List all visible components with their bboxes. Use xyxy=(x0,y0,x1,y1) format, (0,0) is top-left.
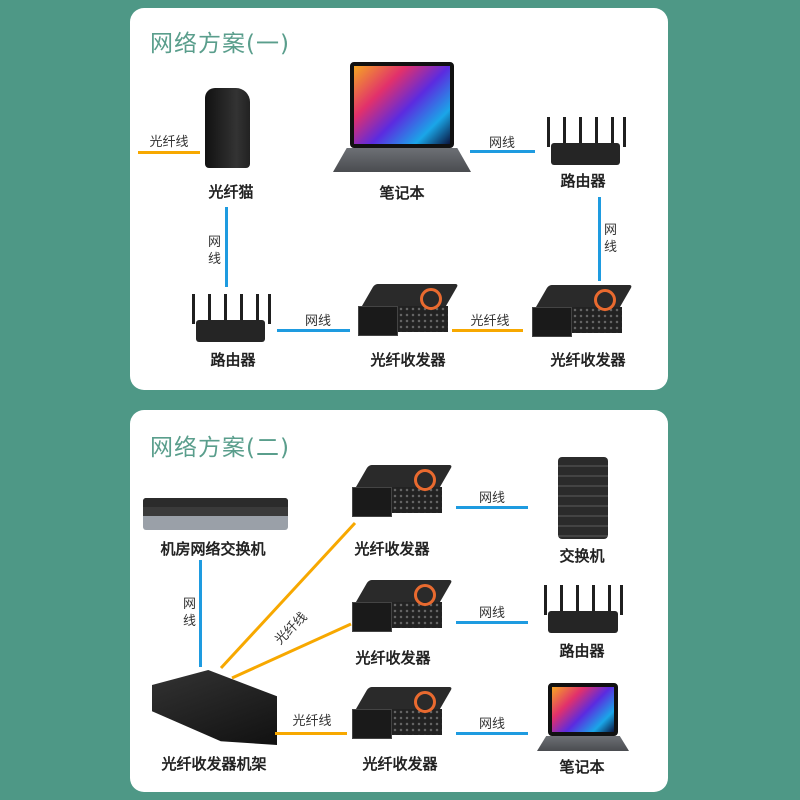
fiber-transceiver-icon xyxy=(351,465,453,517)
laptop-icon xyxy=(537,683,629,751)
fiber-transceiver-icon xyxy=(531,285,633,337)
rack-transceiver-3-cable-label: 光纤线 xyxy=(292,714,332,729)
router-icon xyxy=(540,585,626,633)
modem-router-cable xyxy=(225,207,228,287)
router-transceiver-cable-label: 网线 xyxy=(604,223,618,255)
scheme-1-title: 网络方案(一) xyxy=(150,31,290,57)
industrial-switch-icon xyxy=(558,457,608,539)
transceiver-1-label: 光纤收发器 xyxy=(354,540,430,558)
modem-router-cable-label: 网线 xyxy=(208,235,222,267)
router-icon xyxy=(543,117,628,165)
laptop-label: 笔记本 xyxy=(379,184,425,202)
router-transceiver-a-cable xyxy=(277,329,350,332)
laptop-router-cable xyxy=(470,150,535,153)
fiber-cable-in-label: 光纤线 xyxy=(149,135,189,150)
scheme-2-title: 网络方案(二) xyxy=(150,435,290,461)
switch-label: 交换机 xyxy=(559,547,605,565)
fiber-modem-icon xyxy=(205,88,250,168)
fiber-cable-to-transceiver-2 xyxy=(231,622,352,680)
router-transceiver-a-cable-label: 网线 xyxy=(304,314,332,329)
rack-label: 光纤收发器机架 xyxy=(161,755,267,773)
fiber-transceiver-icon xyxy=(351,580,453,632)
transceiver-3-laptop-cable xyxy=(456,732,528,735)
router-label: 路由器 xyxy=(559,642,605,660)
transceiver-b-label: 光纤收发器 xyxy=(550,351,626,369)
transceiver-a-label: 光纤收发器 xyxy=(370,351,446,369)
laptop-label: 笔记本 xyxy=(559,758,605,776)
transceiver-fiber-cable-label: 光纤线 xyxy=(470,314,510,329)
core-switch-label: 机房网络交换机 xyxy=(160,540,266,558)
t1-switch-cable-label: 网线 xyxy=(478,491,506,506)
rack-transceiver-3-cable xyxy=(275,732,347,735)
transceiver-3-label: 光纤收发器 xyxy=(362,755,438,773)
laptop-icon xyxy=(333,62,471,172)
switch-rack-cable xyxy=(199,560,202,667)
switch-rack-cable-label: 网线 xyxy=(183,597,197,629)
fiber-transceiver-icon xyxy=(351,687,453,739)
router-icon xyxy=(188,294,273,342)
core-switch-icon xyxy=(143,498,288,530)
transceiver-2-label: 光纤收发器 xyxy=(355,649,431,667)
fiber-cable-in xyxy=(138,151,200,154)
router-right-label: 路由器 xyxy=(560,172,606,190)
fiber-cable-to-transceiver-1 xyxy=(219,521,357,670)
router-left-label: 路由器 xyxy=(210,351,256,369)
t2-router-cable-label: 网线 xyxy=(478,606,506,621)
fiber-transceiver-icon xyxy=(357,284,459,336)
transceiver-1-switch-cable xyxy=(456,506,528,509)
t3-laptop-cable-label: 网线 xyxy=(478,717,506,732)
transceiver-fiber-cable xyxy=(452,329,523,332)
transceiver-2-router-cable xyxy=(456,621,528,624)
fiber-modem-label: 光纤猫 xyxy=(208,183,254,201)
router-transceiver-cable xyxy=(598,197,601,281)
laptop-router-cable-label: 网线 xyxy=(488,136,516,151)
